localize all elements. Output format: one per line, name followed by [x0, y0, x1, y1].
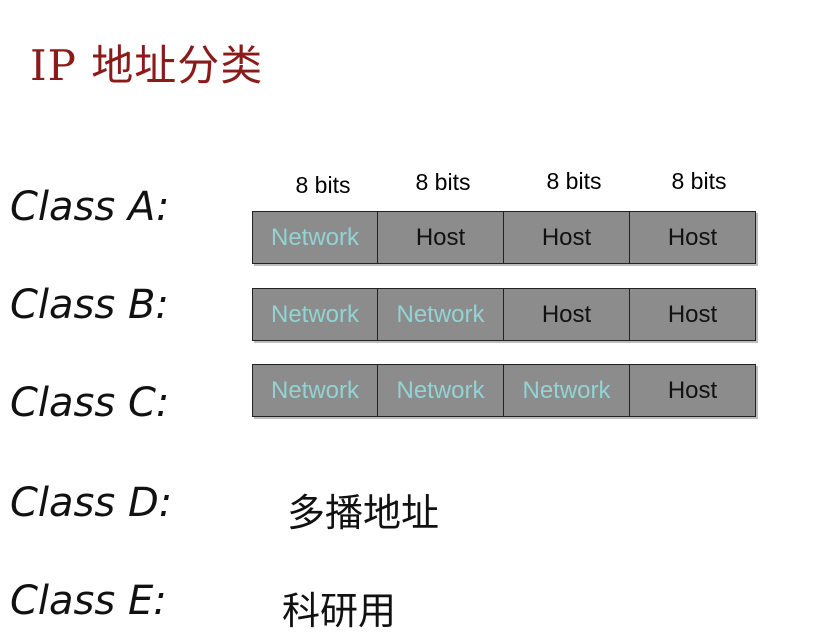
- class-d-label: Class D:: [10, 480, 173, 526]
- class-b-address-row: Network Network Host Host: [252, 288, 756, 341]
- bits-label-1: 8 bits: [295, 172, 351, 198]
- class-a-octet-2: Host: [378, 211, 504, 264]
- class-a-octet-3: Host: [504, 211, 630, 264]
- class-b-octet-3: Host: [504, 288, 630, 341]
- class-b-octet-1: Network: [252, 288, 378, 341]
- bits-label-3: 8 bits: [546, 168, 602, 194]
- class-b-octet-2: Network: [378, 288, 504, 341]
- class-c-octet-1: Network: [252, 364, 378, 417]
- class-a-octet-4: Host: [630, 211, 756, 264]
- page-title: IP 地址分类: [30, 41, 264, 90]
- class-c-octet-4: Host: [630, 364, 756, 417]
- class-a-label: Class A:: [10, 184, 170, 230]
- class-a-octet-1: Network: [252, 211, 378, 264]
- class-c-octet-2: Network: [378, 364, 504, 417]
- bits-label-2: 8 bits: [415, 169, 471, 195]
- class-c-address-row: Network Network Network Host: [252, 364, 756, 417]
- class-d-description: 多播地址: [287, 491, 440, 535]
- class-c-label: Class C:: [10, 380, 170, 426]
- bits-label-4: 8 bits: [671, 168, 727, 194]
- class-a-address-row: Network Host Host Host: [252, 211, 756, 264]
- class-e-description: 科研用: [282, 589, 397, 633]
- class-b-label: Class B:: [10, 282, 169, 328]
- class-b-octet-4: Host: [630, 288, 756, 341]
- class-e-label: Class E:: [10, 578, 167, 624]
- class-c-octet-3: Network: [504, 364, 630, 417]
